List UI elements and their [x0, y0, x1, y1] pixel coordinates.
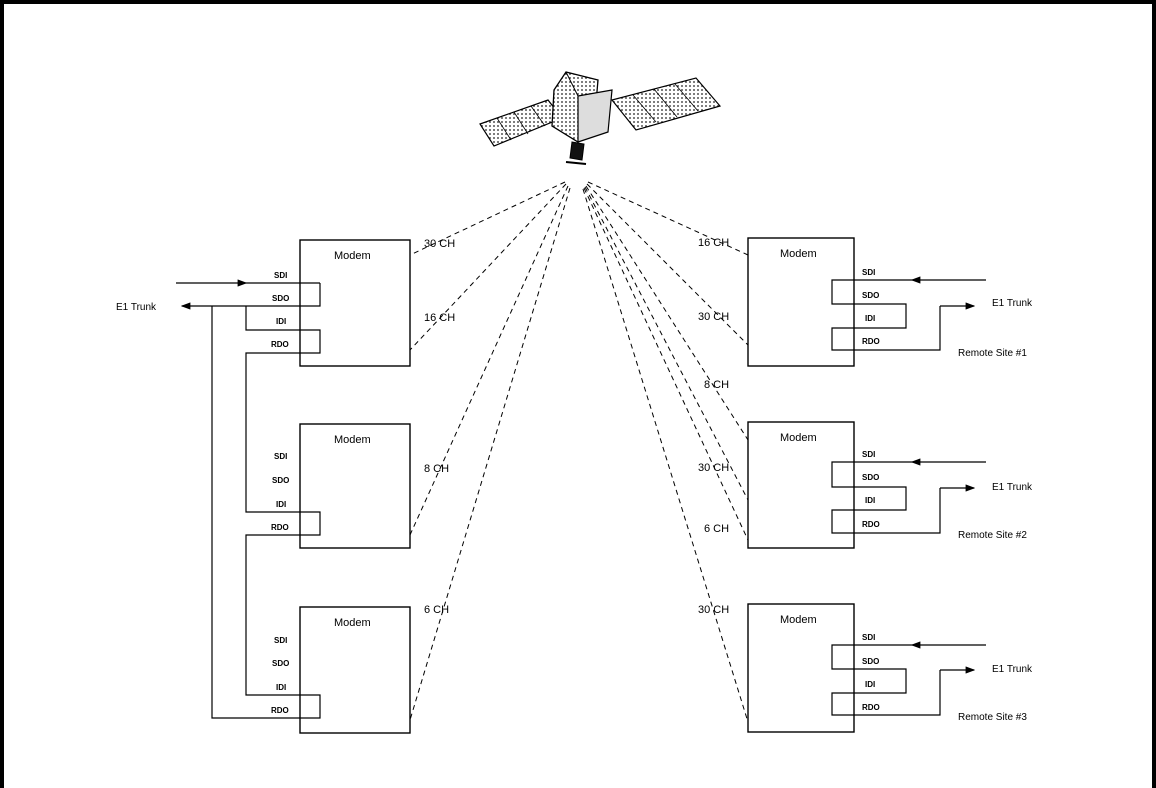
port-sdi: SDI — [862, 450, 875, 459]
port-sdo: SDO — [862, 291, 879, 300]
modem-left-bot: Modem SDI SDO IDI RDO — [271, 606, 411, 734]
modem-left-mid: Modem SDI SDO IDI RDO — [271, 423, 411, 549]
modem-right-bot: Modem SDI SDO IDI RDO — [747, 603, 880, 733]
modem-left-top: Modem SDI SDO IDI RDO — [271, 239, 411, 367]
port-sdi: SDI — [274, 271, 287, 280]
modem-title: Modem — [780, 432, 817, 444]
port-sdo: SDO — [272, 294, 289, 303]
link-right-bot-30 — [582, 188, 749, 723]
channel-label: 6 CH — [424, 604, 449, 616]
remote-site-2-label: Remote Site #2 — [958, 530, 1027, 541]
modem-title: Modem — [334, 250, 371, 262]
channel-label: 16 CH — [424, 312, 455, 324]
port-rdo: RDO — [862, 520, 880, 529]
port-sdo: SDO — [272, 659, 289, 668]
channel-label: 30 CH — [698, 462, 729, 474]
e1-trunk-site-1-label: E1 Trunk — [992, 298, 1033, 309]
satellite-links — [409, 181, 749, 723]
port-idi: IDI — [276, 683, 286, 692]
port-rdo: RDO — [271, 340, 289, 349]
port-idi: IDI — [865, 314, 875, 323]
port-rdo: RDO — [862, 337, 880, 346]
satellite-icon — [479, 71, 722, 165]
e1-trunk-left-label: E1 Trunk — [116, 302, 157, 313]
modem-title: Modem — [334, 434, 371, 446]
port-sdi: SDI — [274, 636, 287, 645]
link-right-top-16 — [587, 181, 749, 256]
channel-label: 30 CH — [698, 604, 729, 616]
channel-label: 30 CH — [424, 238, 455, 250]
link-left-mid-8 — [409, 185, 569, 536]
port-sdi: SDI — [862, 633, 875, 642]
port-rdo: RDO — [271, 523, 289, 532]
remote-site-1-label: Remote Site #1 — [958, 348, 1027, 359]
remote-site-3-label: Remote Site #3 — [958, 712, 1027, 723]
e1-trunk-site-3-label: E1 Trunk — [992, 664, 1033, 675]
channel-label: 8 CH — [424, 463, 449, 475]
modem-title: Modem — [780, 248, 817, 260]
port-idi: IDI — [276, 317, 286, 326]
port-sdo: SDO — [272, 476, 289, 485]
link-right-mid-6 — [583, 187, 749, 541]
right-wiring-site-2 — [831, 458, 986, 534]
right-wiring-site-1 — [831, 276, 986, 351]
channel-label: 30 CH — [698, 311, 729, 323]
port-sdo: SDO — [862, 473, 879, 482]
link-left-top-16 — [409, 183, 567, 351]
port-idi: IDI — [865, 496, 875, 505]
modem-right-mid: Modem SDI SDO IDI RDO — [747, 421, 880, 549]
modem-right-top: Modem SDI SDO IDI RDO — [747, 237, 880, 367]
port-sdi: SDI — [862, 268, 875, 277]
link-left-bot-6 — [409, 187, 571, 721]
link-right-top-30 — [586, 183, 749, 346]
port-idi: IDI — [276, 500, 286, 509]
port-rdo: RDO — [862, 703, 880, 712]
e1-trunk-site-2-label: E1 Trunk — [992, 482, 1033, 493]
left-wiring — [176, 279, 321, 719]
channel-label: 6 CH — [704, 523, 729, 535]
port-idi: IDI — [865, 680, 875, 689]
right-wiring-site-3 — [831, 641, 986, 716]
port-rdo: RDO — [271, 706, 289, 715]
channel-label: 8 CH — [704, 379, 729, 391]
port-sdo: SDO — [862, 657, 879, 666]
modem-title: Modem — [780, 614, 817, 626]
link-right-mid-30 — [584, 186, 749, 501]
link-left-top-30 — [409, 181, 566, 256]
channel-label: 16 CH — [698, 237, 729, 249]
modem-title: Modem — [334, 617, 371, 629]
port-sdi: SDI — [274, 452, 287, 461]
